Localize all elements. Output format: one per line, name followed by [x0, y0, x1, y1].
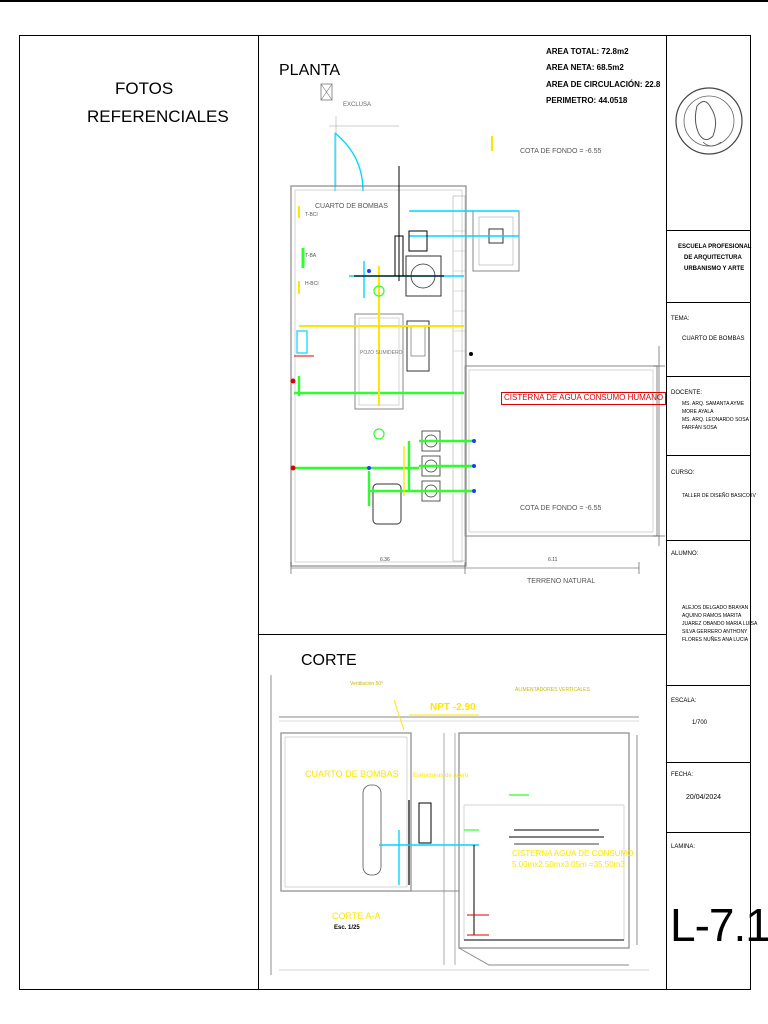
docente-4: FARFÁN SOSA	[682, 425, 718, 431]
tb-line-1	[667, 230, 751, 231]
divider-title-block	[666, 35, 667, 990]
perimetro: PERIMETRO: 44.0518	[546, 96, 628, 105]
estructuras-label: Estructuras de acero	[413, 773, 469, 779]
hbci-label: H-BCI	[305, 281, 319, 287]
cisterna-label: CISTERNA DE AGUA CONSUMO HUMANO	[501, 392, 667, 405]
section-cisterna-line2: 5.00mx2.50mx3.05m =35.50m3	[512, 860, 625, 869]
terreno-label: TERRENO NATURAL	[527, 578, 596, 585]
alumno-label: ALUMNO:	[671, 551, 699, 557]
area-total: AREA TOTAL: 72.8m2	[546, 47, 629, 56]
curso-label: CURSO:	[671, 470, 695, 476]
plan-title: PLANTA	[279, 62, 341, 79]
tema-label: TEMA:	[671, 316, 690, 322]
plan-drawing	[290, 83, 665, 574]
area-neta: AREA NETA: 68.5m2	[546, 63, 624, 72]
fecha-label: FECHA:	[671, 772, 694, 778]
cut-title: CORTE A-A	[332, 911, 381, 921]
cuarto-bombas-label: CUARTO DE BOMBAS	[315, 203, 388, 210]
docente-1: MS. ARQ. SAMANTA AYME	[682, 401, 745, 407]
school-line2: DE ARQUITECTURA	[684, 255, 742, 261]
section-drawing	[270, 675, 649, 975]
section-cuarto-bombas: CUARTO DE BOMBAS	[305, 769, 399, 779]
alumno-5: FLORES NUÑES ANA LUCIA	[682, 637, 749, 643]
alumno-3: JUAREZ OBANDO MARIA LUISA	[682, 621, 758, 627]
top-rule	[0, 0, 768, 2]
lamina-value: L-7.1	[670, 899, 768, 951]
dim-right-label: 6.11	[548, 557, 558, 563]
tb-line-8	[667, 832, 751, 833]
tb-line-4	[667, 455, 751, 456]
tb-line-5	[667, 540, 751, 541]
dim-left-label: 6.36	[380, 557, 390, 563]
alimentadores-label: ALIMENTADORES VERTICALES	[515, 687, 590, 693]
escala-value: 1/700	[692, 720, 708, 726]
exclusa-label: EXCLUSA	[343, 102, 372, 108]
alumno-2: AQUINO RAMOS MARITA	[682, 613, 742, 619]
area-circulacion: AREA DE CIRCULACIÓN: 22.8	[546, 80, 661, 89]
cut-scale: Esc. 1/25	[334, 925, 360, 931]
school-line3: URBANISMO Y ARTE	[684, 266, 745, 272]
section-title: CORTE	[301, 652, 357, 669]
lamina-label: LAMINA:	[671, 844, 696, 850]
tbci-label: T-BCI	[305, 212, 318, 218]
cota-fondo-top: COTA DE FONDO = -6.55	[520, 148, 602, 155]
tb-line-3	[667, 376, 751, 377]
docente-label: DOCENTE:	[671, 390, 703, 396]
tema-value: CUARTO DE BOMBAS	[682, 336, 745, 342]
school-line1: ESCUELA PROFESIONAL	[678, 244, 752, 250]
pozo-label: POZO SUMIDERO	[360, 350, 403, 356]
escala-label: ESCALA:	[671, 698, 697, 704]
tb-line-7	[667, 762, 751, 763]
fecha-value: 20/04/2024	[686, 794, 722, 801]
fotos-title-line1: FOTOS	[115, 79, 174, 98]
docente-3: MS. ARQ. LEONARDO SOSA	[682, 417, 749, 423]
tb-line-6	[667, 685, 751, 686]
tb-line-2	[667, 302, 751, 303]
alumno-1: ALEJOS DELGADO BRAYAN	[682, 605, 749, 611]
alumno-4: SILVA GERRERO ANTHONY	[682, 629, 748, 635]
university-seal	[675, 87, 743, 155]
cota-fondo-bottom: COTA DE FONDO = -6.55	[520, 505, 602, 512]
docente-2: MORE AYALA	[682, 409, 714, 415]
curso-value: TALLER DE DISEÑO BASICO IV	[682, 493, 756, 499]
sheet-border	[19, 35, 751, 990]
npt-label: NPT -2.90	[430, 702, 476, 713]
ventilacion-label: Ventilacion 50°	[350, 681, 384, 687]
divider-plan-section	[258, 634, 666, 635]
tba-label: T-BA	[305, 253, 317, 259]
section-cisterna-line1: CISTERNA AGUA DE CONSUMO	[512, 849, 634, 858]
divider-left-panel	[258, 35, 259, 990]
fotos-title-line2: REFERENCIALES	[87, 107, 229, 126]
